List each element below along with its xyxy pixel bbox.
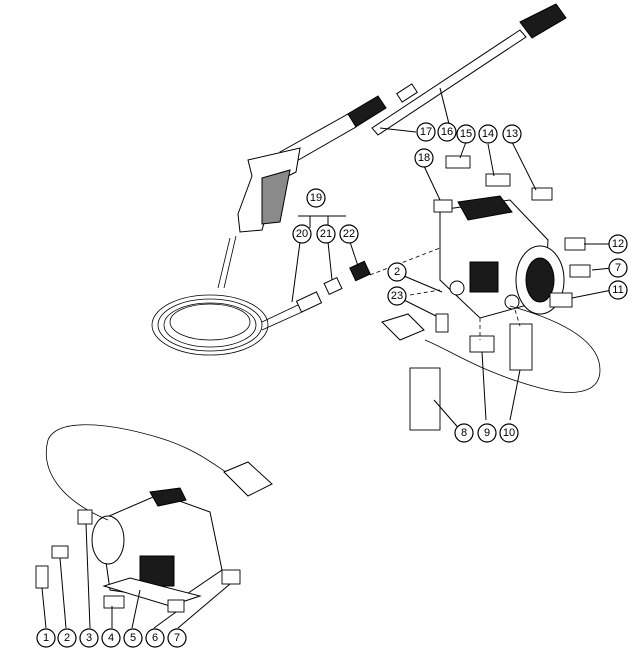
callout-7-top: 7 [608, 258, 628, 278]
callout-20: 20 [292, 224, 312, 244]
svg-text:10: 10 [503, 427, 515, 439]
power-cord-bottom [46, 424, 237, 521]
svg-text:18: 18 [418, 152, 430, 164]
callout-19: 19 [306, 188, 326, 208]
svg-text:22: 22 [343, 228, 355, 240]
hose-coil [151, 235, 303, 356]
callout-7-bottom: 7 [167, 628, 187, 648]
trigger-gun [237, 147, 301, 233]
callout-8: 8 [454, 423, 474, 443]
svg-text:3: 3 [86, 632, 92, 644]
svg-text:7: 7 [174, 632, 180, 644]
svg-text:9: 9 [484, 427, 490, 439]
svg-text:2: 2 [64, 632, 70, 644]
callout-16: 16 [437, 122, 457, 142]
callout-21: 21 [316, 224, 336, 244]
svg-text:14: 14 [482, 128, 494, 140]
callout-9: 9 [477, 423, 497, 443]
callout-5: 5 [123, 628, 143, 648]
svg-text:13: 13 [506, 128, 518, 140]
decal-labels-bottom [35, 509, 241, 613]
svg-text:15: 15 [460, 128, 472, 140]
assembly-lines-top [369, 247, 521, 340]
svg-text:17: 17 [420, 126, 432, 138]
svg-text:20: 20 [296, 228, 308, 240]
svg-text:4: 4 [108, 632, 114, 644]
svg-text:23: 23 [391, 290, 403, 302]
callout-11: 11 [608, 280, 628, 300]
callout-22: 22 [339, 224, 359, 244]
svg-text:19: 19 [310, 192, 322, 204]
hose-fittings [295, 260, 371, 313]
power-plug-bottom [223, 461, 273, 497]
pump-motor-unit-bottom [91, 487, 223, 607]
spray-lance [371, 3, 567, 136]
svg-text:7: 7 [615, 262, 621, 274]
callout-3: 3 [79, 628, 99, 648]
power-plug-top [381, 313, 425, 341]
callout-1: 1 [36, 628, 56, 648]
svg-text:12: 12 [612, 238, 624, 250]
callout-13: 13 [502, 124, 522, 144]
callout-6: 6 [145, 628, 165, 648]
pump-motor-unit-top [439, 195, 565, 319]
svg-text:1: 1 [43, 632, 49, 644]
svg-text:6: 6 [152, 632, 158, 644]
svg-text:8: 8 [461, 427, 467, 439]
svg-text:5: 5 [130, 632, 136, 644]
leader-lines [41, 87, 613, 629]
callout-2-bottom: 2 [57, 628, 77, 648]
callout-23: 23 [387, 286, 407, 306]
callout-17: 17 [416, 122, 436, 142]
svg-text:11: 11 [612, 284, 623, 296]
svg-text:16: 16 [441, 126, 453, 138]
callout-15: 15 [456, 124, 476, 144]
callout-18: 18 [414, 148, 434, 168]
callout-12: 12 [608, 234, 628, 254]
callout-10: 10 [499, 423, 519, 443]
callout-4: 4 [101, 628, 121, 648]
svg-text:21: 21 [320, 228, 332, 240]
power-cord-top [424, 305, 601, 393]
callout-14: 14 [478, 124, 498, 144]
svg-text:2: 2 [394, 266, 400, 278]
decal-labels-top [409, 155, 591, 431]
callout-2-top: 2 [387, 262, 407, 282]
